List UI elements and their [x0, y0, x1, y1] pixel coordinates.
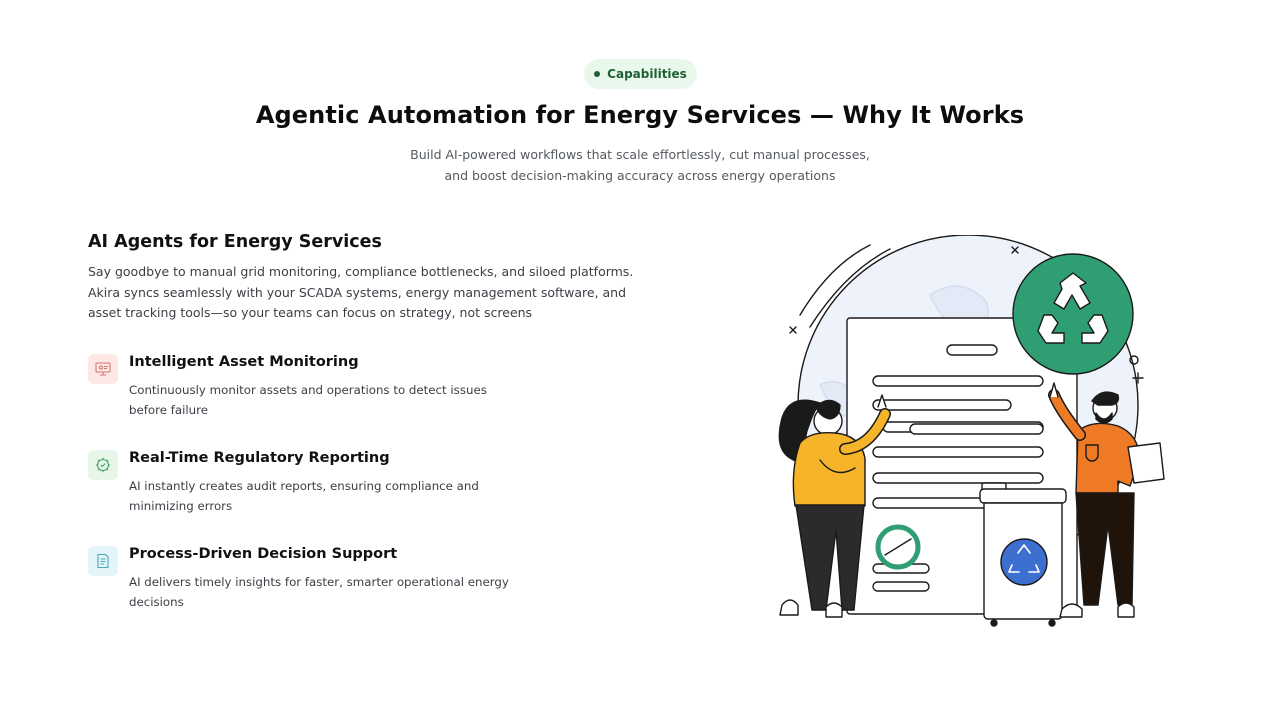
feature-title: Process-Driven Decision Support [129, 546, 398, 562]
gear-check-icon [88, 450, 118, 480]
section-description: Say goodbye to manual grid monitoring, c… [88, 262, 668, 324]
feature-description: AI delivers timely insights for faster, … [129, 573, 529, 612]
document-icon [88, 546, 118, 576]
badge-label: Capabilities [607, 67, 687, 81]
feature-description: AI instantly creates audit reports, ensu… [129, 477, 529, 516]
section-title: AI Agents for Energy Services [88, 232, 382, 252]
feature-title: Intelligent Asset Monitoring [129, 354, 359, 370]
section-intro: AI Agents for Energy Services Say goodby… [88, 232, 668, 324]
feature-desc-line: decisions [129, 594, 184, 609]
feature-desc-line: AI delivers timely insights for faster, … [129, 575, 509, 589]
feature-decision-support: Process-Driven Decision Support AI deliv… [88, 546, 558, 610]
recycling-team-illustration [760, 234, 1180, 635]
feature-regulatory-reporting: Real-Time Regulatory Reporting AI instan… [88, 450, 558, 514]
feature-desc-line: before failure [129, 402, 208, 417]
feature-desc-line: Continuously monitor assets and operatio… [129, 383, 487, 397]
subtitle-line-2: and boost decision-making accuracy acros… [444, 168, 836, 183]
section-desc-line-1: Say goodbye to manual grid monitoring, c… [88, 264, 634, 279]
feature-desc-line: minimizing errors [129, 498, 233, 513]
feature-desc-line: AI instantly creates audit reports, ensu… [129, 479, 479, 493]
page-title: Agentic Automation for Energy Services —… [255, 101, 1025, 129]
section-desc-line-3: asset tracking tools—so your teams can f… [88, 305, 533, 320]
badge-dot [594, 71, 601, 77]
subtitle-line-1: Build AI-powered workflows that scale ef… [410, 147, 870, 162]
capabilities-badge: Capabilities [584, 59, 697, 89]
monitor-icon [88, 354, 118, 384]
feature-description: Continuously monitor assets and operatio… [129, 381, 529, 420]
page-subtitle: Build AI-powered workflows that scale ef… [340, 144, 940, 186]
feature-title: Real-Time Regulatory Reporting [129, 450, 390, 466]
section-desc-line-2: Akira syncs seamlessly with your SCADA s… [88, 284, 627, 300]
feature-asset-monitoring: Intelligent Asset Monitoring Continuousl… [88, 354, 558, 418]
